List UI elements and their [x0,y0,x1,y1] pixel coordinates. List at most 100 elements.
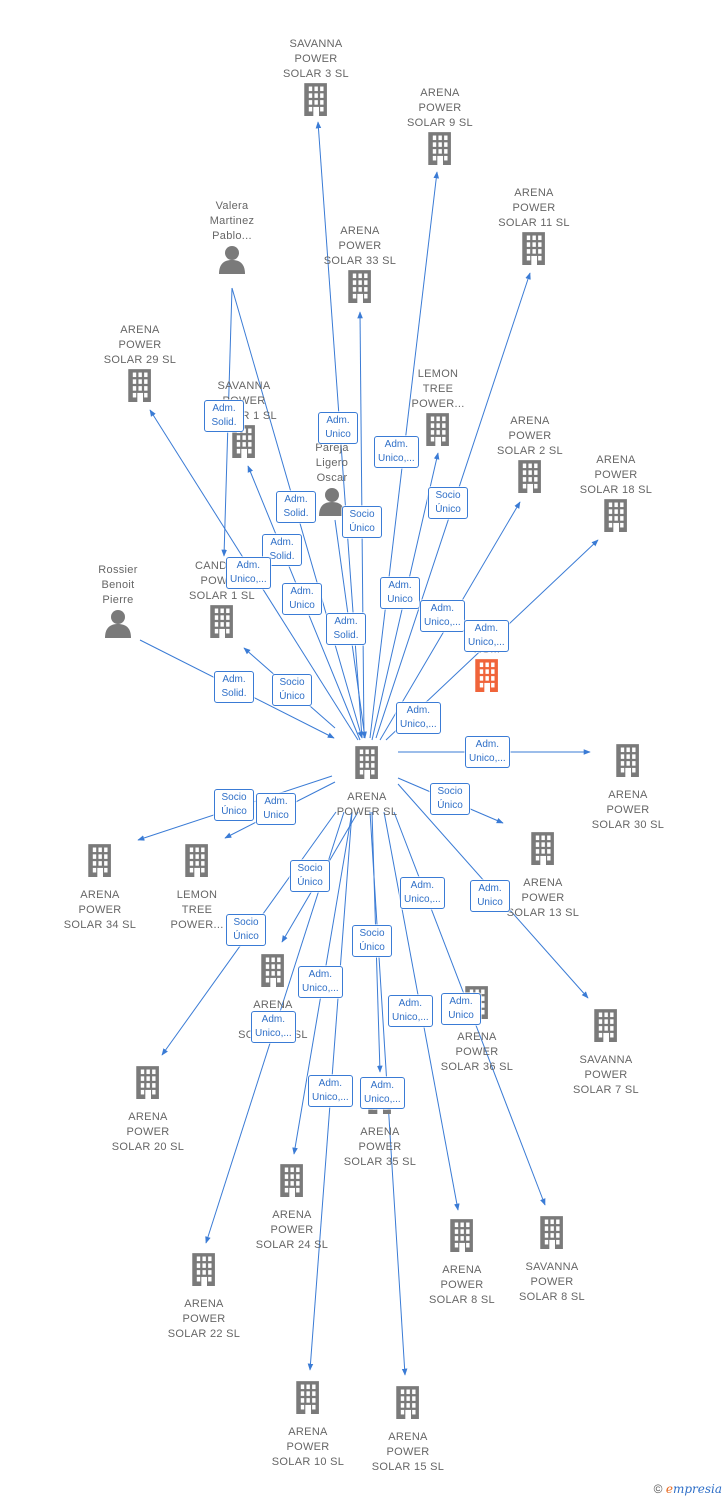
building-icon[interactable] [261,82,371,121]
relation-badge[interactable]: Adm. Unico,... [374,436,419,468]
node-label[interactable]: LEMON TREE POWER... [170,889,224,931]
node-arena11[interactable]: ARENA POWER SOLAR 11 SL [479,186,589,270]
node-arena24[interactable]: ARENA POWER SOLAR 24 SL [237,1163,347,1253]
relation-badge[interactable]: Adm. Unico [318,412,358,444]
building-icon[interactable] [93,1065,203,1104]
relation-badge[interactable]: Socio Único [428,487,468,519]
node-label[interactable]: ARENA POWER SOLAR 33 SL [323,225,397,267]
node-label[interactable]: ARENA POWER SOLAR 18 SL [579,454,653,496]
person-icon[interactable] [277,486,387,521]
relation-badge[interactable]: Adm. Solid. [204,400,244,432]
relation-badge[interactable]: Adm. Solid. [276,491,316,523]
relation-badge[interactable]: Socio Único [430,783,470,815]
relation-badge[interactable]: Adm. Unico,... [308,1075,353,1107]
building-icon[interactable] [385,131,495,170]
brand-logo-text[interactable]: mpresia [672,1482,722,1496]
building-icon[interactable] [551,1008,661,1047]
building-icon[interactable] [353,1385,463,1424]
relation-badge[interactable]: Adm. Solid. [214,671,254,703]
relation-badge[interactable]: Socio Único [214,789,254,821]
node-valera[interactable]: Valera Martinez Pablo... [177,199,287,279]
node-label[interactable]: ARENA POWER SOLAR 2 SL [497,415,563,457]
building-icon[interactable] [189,424,299,463]
relation-badge[interactable]: Adm. Unico,... [420,600,465,632]
node-arena20[interactable]: ARENA POWER SOLAR 20 SL [93,1065,203,1155]
node-center[interactable]: ARENA POWER SL [312,745,422,820]
relation-badge[interactable]: Adm. Unico [441,993,481,1025]
relation-badge[interactable]: Adm. Unico [470,880,510,912]
building-icon[interactable] [312,745,422,784]
node-arena8[interactable]: ARENA POWER SOLAR 8 SL [407,1218,517,1308]
relation-badge[interactable]: Adm. Unico [380,577,420,609]
node-arena22[interactable]: ARENA POWER SOLAR 22 SL [149,1252,259,1342]
node-label[interactable]: ARENA POWER SOLAR 8 SL [429,1264,495,1306]
node-label[interactable]: ARENA POWER SOLAR 24 SL [255,1209,329,1251]
node-label[interactable]: ARENA POWER SOLAR 20 SL [111,1111,185,1153]
node-label[interactable]: ARENA POWER SOLAR 13 SL [506,877,580,919]
node-savanna7[interactable]: SAVANNA POWER SOLAR 7 SL [551,1008,661,1098]
node-arena13[interactable]: ARENA POWER SOLAR 13 SL [488,831,598,921]
relation-badge[interactable]: Socio Único [352,925,392,957]
building-icon[interactable] [149,1252,259,1291]
node-label[interactable]: Pareja Ligero Oscar [315,442,349,484]
node-arena33[interactable]: ARENA POWER SOLAR 33 SL [305,224,415,308]
node-arena2[interactable]: ARENA POWER SOLAR 2 SL [475,414,585,498]
node-label[interactable]: Valera Martinez Pablo... [209,200,255,242]
person-icon[interactable] [63,608,173,643]
relation-badge[interactable]: Socio Único [272,674,312,706]
node-label[interactable]: ARENA POWER SOLAR 35 SL [343,1126,417,1168]
relation-badge[interactable]: Adm. Unico,... [400,877,445,909]
building-icon[interactable] [218,953,328,992]
node-label[interactable]: ARENA POWER SOLAR 34 SL [63,889,137,931]
building-icon[interactable] [167,604,277,643]
relation-badge[interactable]: Adm. Solid. [326,613,366,645]
node-label[interactable]: ARENA POWER SOLAR 10 SL [271,1426,345,1468]
building-icon[interactable] [45,843,155,882]
relation-badge[interactable]: Adm. Solid. [262,534,302,566]
building-icon[interactable] [85,368,195,407]
node-label[interactable]: ARENA POWER SOLAR 36 SL [440,1031,514,1073]
relation-badge[interactable]: Adm. Unico [256,793,296,825]
relation-badge[interactable]: Adm. Unico,... [465,736,510,768]
node-savanna8[interactable]: SAVANNA POWER SOLAR 8 SL [497,1215,607,1305]
building-icon[interactable] [142,843,252,882]
node-arena34[interactable]: ARENA POWER SOLAR 34 SL [45,843,155,933]
node-label[interactable]: SAVANNA POWER SOLAR 7 SL [573,1054,639,1096]
relation-badge[interactable]: Socio Único [226,914,266,946]
node-label[interactable]: Rossier Benoit Pierre [98,564,138,606]
node-label[interactable]: SAVANNA POWER SOLAR 3 SL [283,38,349,80]
relation-badge[interactable]: Adm. Unico,... [464,620,509,652]
relation-badge[interactable]: Adm. Unico,... [251,1011,296,1043]
building-icon[interactable] [305,269,415,308]
node-label[interactable]: ARENA POWER SOLAR 22 SL [167,1298,241,1340]
building-icon[interactable] [497,1215,607,1254]
node-label[interactable]: ARENA POWER SOLAR 15 SL [371,1431,445,1473]
relation-badge[interactable]: Adm. Unico,... [388,995,433,1027]
building-icon[interactable] [573,743,683,782]
node-label[interactable]: ARENA POWER SL [336,791,398,818]
building-icon[interactable] [475,459,585,498]
relation-badge[interactable]: Adm. Unico,... [298,966,343,998]
node-arena29[interactable]: ARENA POWER SOLAR 29 SL [85,323,195,407]
node-arena9[interactable]: ARENA POWER SOLAR 9 SL [385,86,495,170]
node-arena10[interactable]: ARENA POWER SOLAR 10 SL [253,1380,363,1470]
node-label[interactable]: ARENA POWER SOLAR 9 SL [407,87,473,129]
node-label[interactable]: ARENA POWER SOLAR 30 SL [591,789,665,831]
building-icon[interactable] [561,498,671,537]
node-lemon1[interactable]: LEMON TREE POWER... [383,367,493,451]
node-lemon2[interactable]: LEMON TREE POWER... [142,843,252,933]
building-icon[interactable] [253,1380,363,1419]
relation-badge[interactable]: Socio Único [342,506,382,538]
relation-badge[interactable]: Adm. Unico,... [226,557,271,589]
building-icon[interactable] [432,658,542,697]
building-icon[interactable] [383,412,493,451]
relation-badge[interactable]: Adm. Unico,... [396,702,441,734]
brand-logo-e[interactable]: e [665,1482,673,1496]
relation-badge[interactable]: Adm. Unico [282,583,322,615]
building-icon[interactable] [237,1163,347,1202]
building-icon[interactable] [488,831,598,870]
building-icon[interactable] [407,1218,517,1257]
building-icon[interactable] [479,231,589,270]
relation-badge[interactable]: Adm. Unico,... [360,1077,405,1109]
node-rossier[interactable]: Rossier Benoit Pierre [63,563,173,643]
